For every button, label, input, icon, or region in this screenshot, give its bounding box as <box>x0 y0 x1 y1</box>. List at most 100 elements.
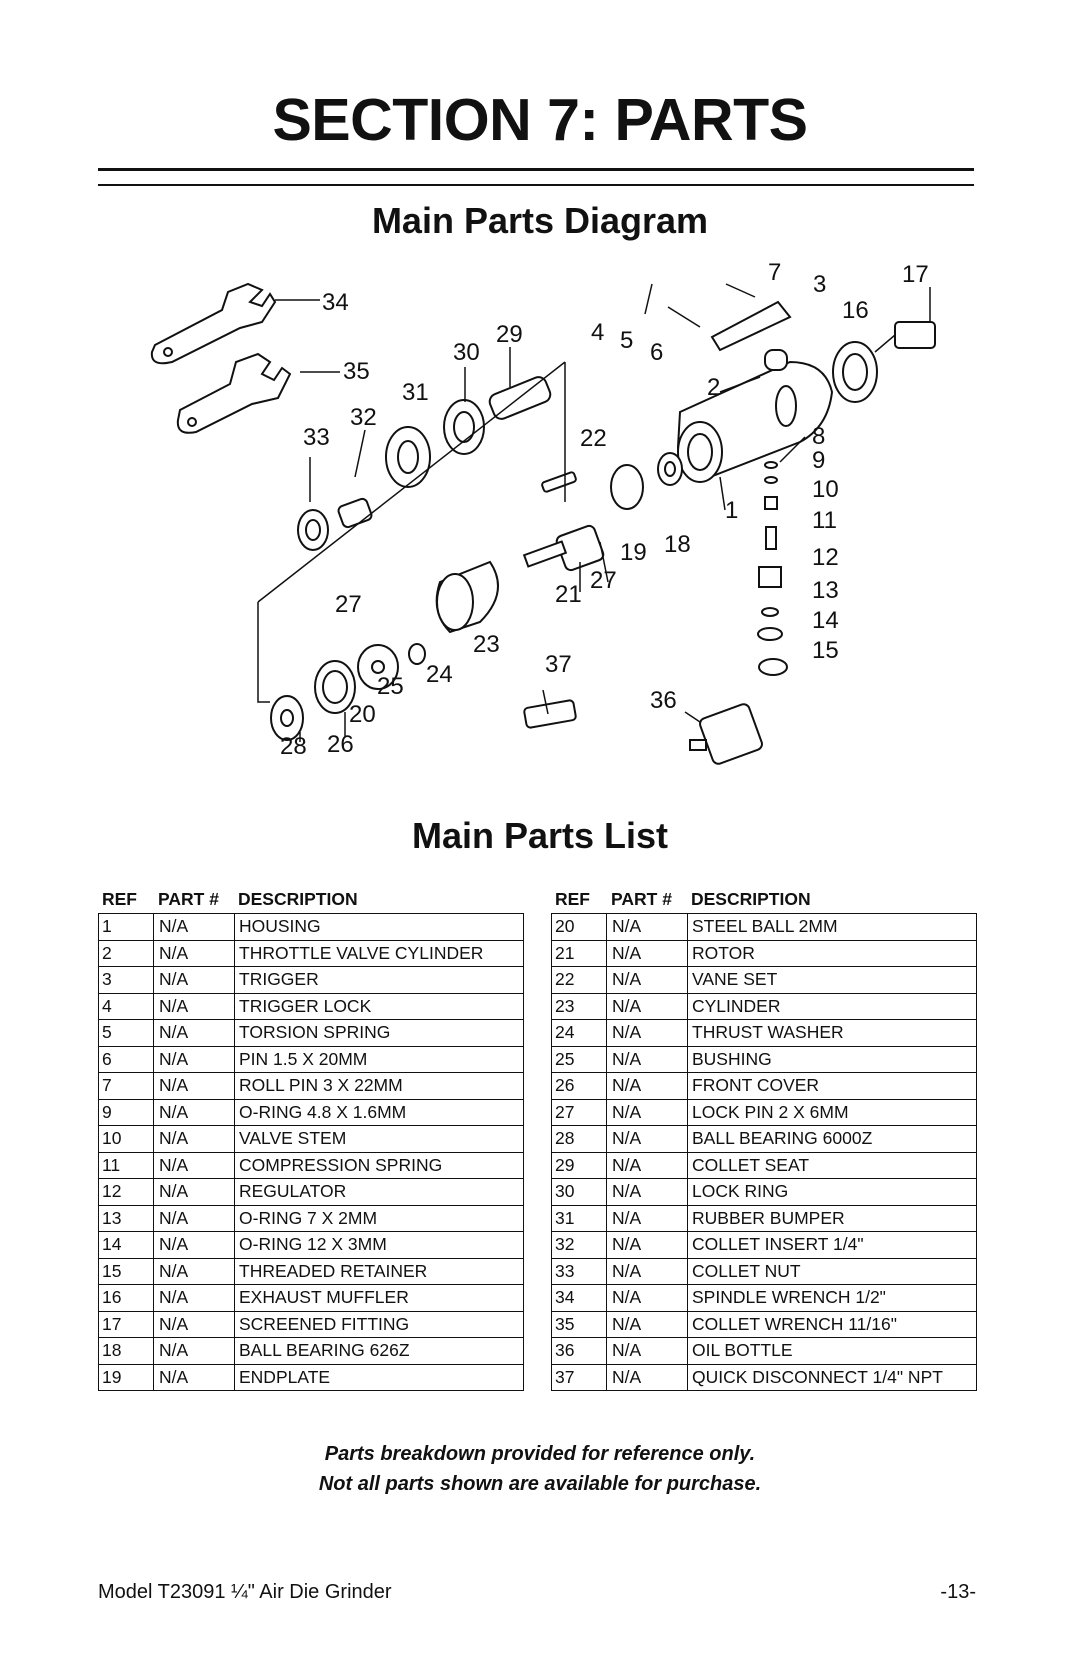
muffler-fitting-drawing <box>832 321 936 403</box>
part-cell: N/A <box>607 993 688 1019</box>
description-cell: REGULATOR <box>239 1181 347 1201</box>
ref-cell: 25 <box>552 1046 607 1072</box>
part-cell: N/A <box>607 1099 688 1125</box>
description-cell: VALVE STEM <box>239 1128 347 1148</box>
valve-stack-drawing <box>757 461 788 676</box>
part-cell: N/A <box>154 1179 235 1205</box>
ref-cell: 35 <box>552 1311 607 1337</box>
part-cell: N/A <box>154 1338 235 1364</box>
part-cell: N/A <box>154 1232 235 1258</box>
assembly-lines <box>257 287 931 742</box>
description-cell: TRIGGER <box>239 969 319 989</box>
part-cell: N/A <box>154 993 235 1019</box>
callout: 28 <box>280 733 307 760</box>
callout: 9 <box>812 447 825 474</box>
table-header: REF PART # DESCRIPTION <box>551 885 977 913</box>
ref-cell: 7 <box>99 1073 154 1099</box>
description-cell: O-RING 12 X 3MM <box>239 1234 387 1254</box>
description-cell: TORSION SPRING <box>239 1022 391 1042</box>
reference-note: Parts breakdown provided for reference o… <box>324 1443 756 1465</box>
spindle-wrench-drawing <box>150 282 277 365</box>
callout: 3 <box>813 271 826 298</box>
collet-wrench-drawing <box>176 352 292 434</box>
description-cell: BALL BEARING 626Z <box>239 1340 410 1360</box>
part-cell: N/A <box>607 1126 688 1152</box>
part-cell: N/A <box>607 1179 688 1205</box>
ref-cell: 36 <box>552 1338 607 1364</box>
callout: 34 <box>322 289 349 316</box>
ref-cell: 13 <box>99 1205 154 1231</box>
ref-cell: 28 <box>552 1126 607 1152</box>
part-cell: N/A <box>154 1046 235 1072</box>
part-cell: N/A <box>607 967 688 993</box>
callout: 29 <box>496 321 523 348</box>
part-cell: N/A <box>154 1311 235 1337</box>
part-cell: N/A <box>607 1338 688 1364</box>
header-description: DESCRIPTION <box>238 889 358 909</box>
callout: 26 <box>327 731 354 758</box>
description-cell: BALL BEARING 6000Z <box>692 1128 873 1148</box>
description-cell: HOUSING <box>239 916 321 936</box>
part-cell: N/A <box>154 914 235 940</box>
ref-cell: 14 <box>99 1232 154 1258</box>
callout: 17 <box>902 262 929 288</box>
exploded-parts-diagram: 1 2 3 4 5 6 7 8 9 10 11 12 13 14 15 16 1… <box>150 262 936 765</box>
callout: 6 <box>650 339 663 366</box>
callout: 16 <box>842 297 869 324</box>
part-cell: N/A <box>607 1205 688 1231</box>
diagram-heading: Main Parts Diagram <box>371 200 709 241</box>
callout: 11 <box>812 507 837 534</box>
description-cell: CYLINDER <box>692 995 781 1016</box>
motor-parts-drawing <box>435 452 683 634</box>
description-cell: COLLET NUT <box>692 1260 801 1281</box>
description-cell: THRUST WASHER <box>692 1022 844 1042</box>
ref-cell: 37 <box>552 1364 607 1390</box>
part-cell: N/A <box>154 1020 235 1046</box>
description-cell: O-RING 7 X 2MM <box>239 1207 378 1228</box>
description-cell: RUBBER BUMPER <box>692 1207 845 1228</box>
table-header: REF PART # DESCRIPTION <box>98 885 524 913</box>
callout: 37 <box>545 651 572 678</box>
part-cell: N/A <box>154 1126 235 1152</box>
callout: 13 <box>812 577 839 604</box>
description-cell: COLLET WRENCH 11/16" <box>692 1313 897 1334</box>
part-cell: N/A <box>607 940 688 966</box>
part-cell: N/A <box>607 1364 688 1390</box>
disconnect-bottle-drawing <box>523 699 763 765</box>
header-part: PART # <box>611 889 672 909</box>
housing-drawing <box>676 300 834 483</box>
description-cell: THROTTLE VALVE CYLINDER <box>239 942 484 963</box>
ref-cell: 15 <box>99 1258 154 1284</box>
part-cell: N/A <box>154 1099 235 1125</box>
description-cell: VANE SET <box>692 969 778 989</box>
title-rule-thin <box>98 184 974 186</box>
part-cell: N/A <box>154 1205 235 1231</box>
description-cell: COLLET INSERT 1/4" <box>692 1234 864 1254</box>
footer-model: Model T23091 ¼" Air Die Grinder <box>98 1581 392 1603</box>
callout: 36 <box>650 687 677 714</box>
description-cell: QUICK DISCONNECT 1/4" NPT <box>692 1366 943 1387</box>
description-cell: O-RING 4.8 X 1.6MM <box>239 1101 407 1122</box>
trigger-pins-drawing <box>644 283 756 328</box>
callout: 35 <box>343 358 370 385</box>
callout: 14 <box>812 607 839 634</box>
